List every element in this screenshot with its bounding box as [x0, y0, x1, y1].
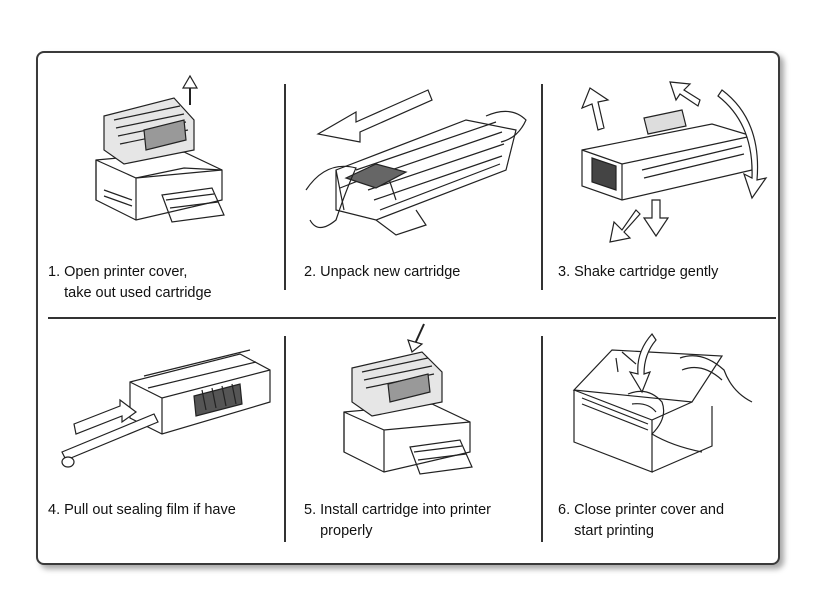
unpack-cartridge-icon [305, 89, 527, 236]
step-4: 4. Pull out sealing film if have [44, 322, 284, 572]
pull-film-icon [61, 349, 271, 468]
install-cartridge-icon [343, 323, 473, 475]
step-1: 1. Open printer cover, take out used car… [44, 60, 284, 310]
open-printer-icon [95, 74, 225, 223]
step-5: 5. Install cartridge into printer proper… [296, 322, 536, 572]
shake-cartridge-icon [580, 81, 768, 243]
step-1-caption: 1. Open printer cover, take out used car… [48, 264, 212, 301]
step-2: 2. Unpack new cartridge [296, 60, 536, 310]
col-divider-1 [284, 84, 286, 290]
step-6-caption: 6. Close printer cover and start printin… [558, 502, 725, 539]
step-3: 3. Shake cartridge gently [552, 60, 792, 310]
step-6: 6. Close printer cover and start printin… [552, 322, 792, 572]
step-5-caption: 5. Install cartridge into printer proper… [304, 502, 491, 539]
close-cover-icon [572, 333, 753, 473]
col-divider-3 [284, 336, 286, 542]
step-2-caption: 2. Unpack new cartridge [304, 264, 461, 280]
step-3-caption: 3. Shake cartridge gently [558, 264, 719, 280]
step-4-caption: 4. Pull out sealing film if have [48, 502, 236, 518]
col-divider-4 [541, 336, 543, 542]
col-divider-2 [541, 84, 543, 290]
row-divider [48, 317, 776, 319]
